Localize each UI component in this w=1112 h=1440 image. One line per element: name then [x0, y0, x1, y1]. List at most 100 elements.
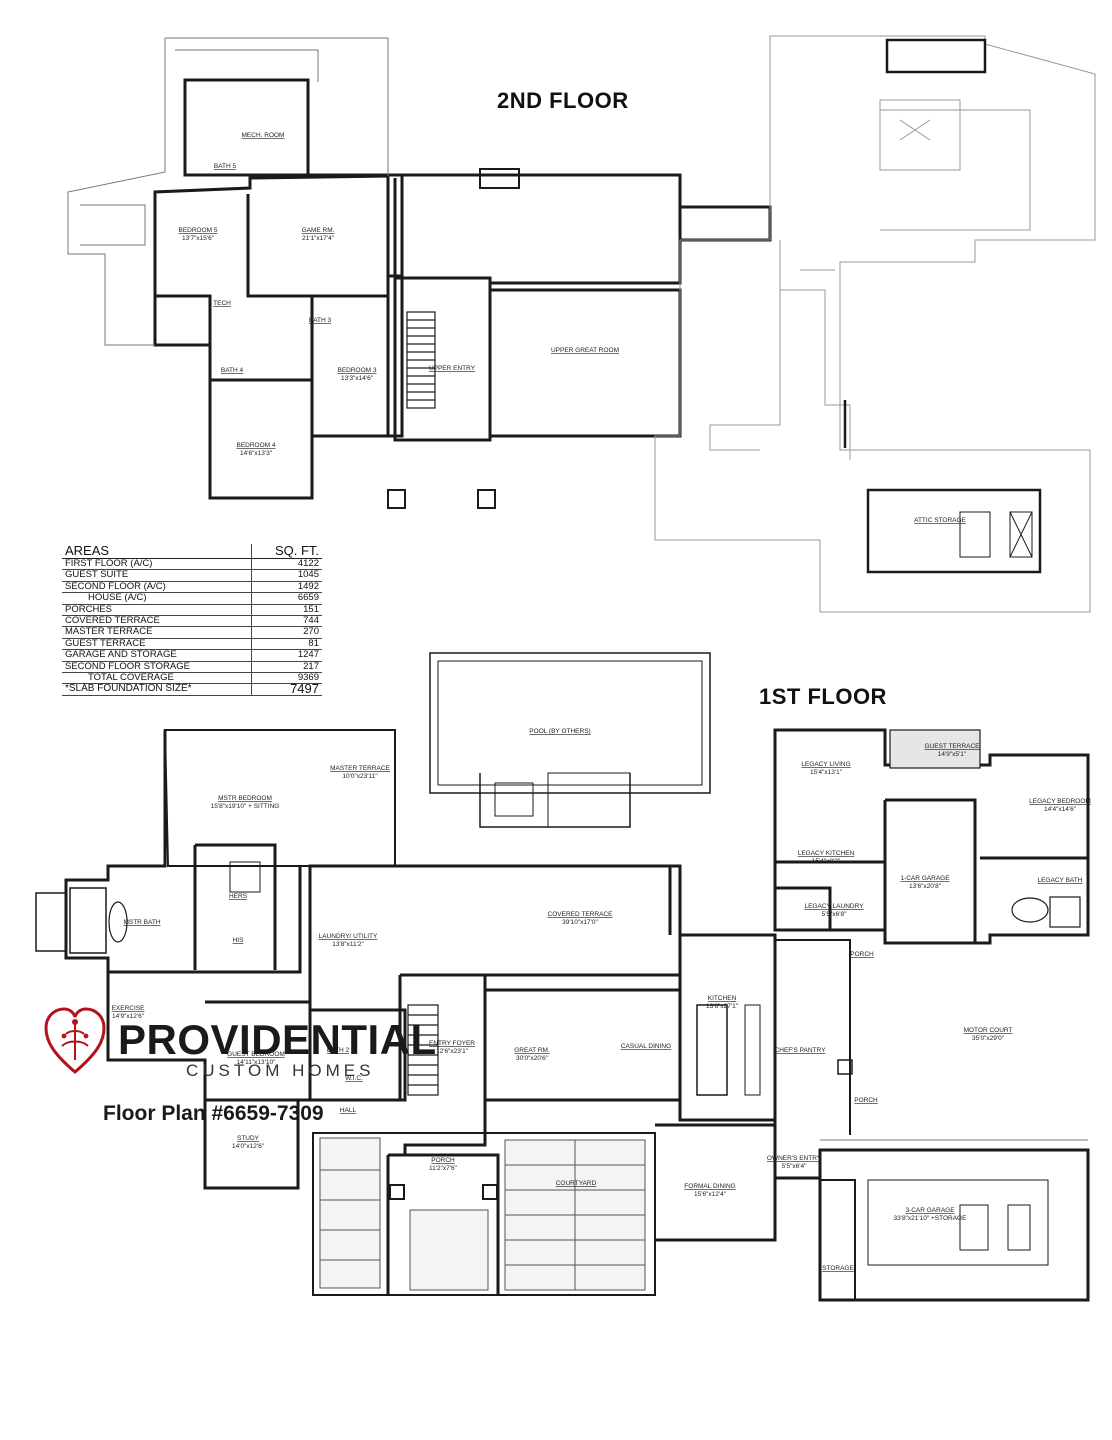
- room-label: HIS: [233, 937, 245, 944]
- room-dimensions: 5'5"x6'4": [782, 1163, 807, 1170]
- room-dimensions: 14'0"x12'6": [232, 1143, 265, 1150]
- second-floor-stair: [406, 311, 436, 409]
- room-dimensions: 39'10"x17'0": [562, 919, 598, 926]
- room-label: BATH 5: [214, 163, 237, 170]
- areas-row-value: 9369: [251, 672, 322, 685]
- room-label: LEGACY KITCHEN: [798, 850, 855, 857]
- areas-row-value: 6659: [251, 592, 322, 605]
- areas-row-value: 1045: [251, 570, 322, 582]
- room-dimensions: 15'4"x8'2": [812, 858, 841, 865]
- room-label: UPPER ENTRY: [429, 365, 476, 372]
- areas-row-label: HOUSE (A/C): [62, 592, 252, 605]
- room-label: UPPER GREAT ROOM: [551, 347, 619, 354]
- areas-row-label: FIRST FLOOR (A/C): [62, 558, 252, 571]
- room-dimensions: 13'7"x15'6": [182, 235, 215, 242]
- room-label: GUEST BEDROOM: [227, 1051, 285, 1058]
- room-dimensions: 11'2"x7'6": [429, 1165, 458, 1172]
- heart-logo-icon: [44, 1007, 106, 1074]
- room-dimensions: 35'0"x29'0": [972, 1035, 1005, 1042]
- room-label: BATH 2: [327, 1047, 350, 1054]
- room-label: LEGACY BEDROOM: [1029, 798, 1091, 805]
- second-floor-right-roof: [654, 35, 1096, 613]
- room-label: KITCHEN: [708, 995, 737, 1002]
- areas-row-label: GUEST TERRACE: [62, 638, 252, 651]
- room-label: GREAT RM.: [514, 1047, 550, 1054]
- room-dimensions: 14'9"x12'6": [112, 1013, 145, 1020]
- room-dimensions: 15'6"x12'4": [694, 1191, 727, 1198]
- room-label: BEDROOM 5: [178, 227, 217, 234]
- room-label: COVERED TERRACE: [548, 911, 614, 918]
- room-label: W.I.C.: [345, 1075, 363, 1082]
- first-floor-heading: 1ST FLOOR: [759, 684, 887, 709]
- room-dimensions: 13'8"x11'2": [332, 941, 364, 948]
- room-dimensions: 14'6"x13'3": [240, 450, 273, 457]
- room-dimensions: 12'6"x23'1": [436, 1048, 469, 1055]
- room-dimensions: 15'4"x13'1": [810, 769, 843, 776]
- areas-row-label: COVERED TERRACE: [62, 615, 252, 628]
- room-dimensions: 10'0"x23'11": [342, 773, 378, 780]
- areas-row-label: TOTAL COVERAGE: [62, 672, 252, 685]
- room-label: CASUAL DINING: [621, 1043, 671, 1050]
- areas-row: *SLAB FOUNDATION SIZE*7497: [62, 682, 322, 696]
- room-label: LEGACY BATH: [1038, 877, 1083, 884]
- room-label: LEGACY LAUNDRY: [804, 903, 864, 910]
- room-dimensions: 13'6"x27'1": [706, 1003, 739, 1010]
- room-label: BEDROOM 4: [236, 442, 275, 449]
- room-label: GUEST TERRACE: [924, 743, 980, 750]
- room-label: HERS: [229, 893, 248, 900]
- room-label: POOL (BY OTHERS): [529, 728, 590, 735]
- areas-row-value: 1492: [251, 581, 322, 594]
- pool: [429, 652, 711, 828]
- room-label: LEGACY LIVING: [801, 761, 850, 768]
- first-floor-walls: [35, 728, 1090, 1302]
- areas-header-value: SQ. FT.: [251, 544, 322, 559]
- first-floor-room-labels: POOL (BY OTHERS) MASTER TERRACE10'0"x23'1…: [112, 728, 1091, 1272]
- areas-row-label: SECOND FLOOR STORAGE: [62, 661, 252, 674]
- room-label: COURTYARD: [556, 1180, 597, 1187]
- room-label: BEDROOM 3: [337, 367, 376, 374]
- second-floor-heading: 2ND FLOOR: [497, 88, 629, 113]
- room-label: CHEF'S PANTRY: [775, 1047, 827, 1054]
- areas-row-label: PORCHES: [62, 604, 252, 617]
- areas-row-label: MASTER TERRACE: [62, 627, 252, 639]
- room-label: 1-CAR GARAGE: [900, 875, 950, 882]
- room-label: OWNER'S ENTRY: [767, 1155, 822, 1162]
- room-label: FORMAL DINING: [684, 1183, 735, 1190]
- room-label: STUDY: [237, 1135, 260, 1142]
- areas-row: SECOND FLOOR (A/C)1492: [62, 581, 322, 594]
- room-dimensions: 14'4"x14'6": [1044, 806, 1077, 813]
- room-label: BATH 4: [221, 367, 244, 374]
- room-dimensions: 14'11"x13'10": [237, 1059, 276, 1066]
- areas-row-value: 744: [251, 615, 322, 628]
- room-label: MSTR BEDROOM: [218, 795, 272, 802]
- attic-hatches: [959, 511, 1033, 558]
- brand-subtitle: CUSTOM HOMES: [186, 1061, 375, 1080]
- areas-row-value: 4122: [251, 558, 322, 571]
- room-label: MECH. ROOM: [242, 132, 285, 139]
- second-floor-roof-outline: [67, 37, 389, 346]
- room-dimensions: 33'8"x21'10" +STORAGE: [894, 1215, 968, 1222]
- room-label: PORCH: [850, 951, 874, 958]
- room-dimensions: 21'1"x17'4": [302, 235, 335, 242]
- room-label: EXERCISE: [112, 1005, 146, 1012]
- areas-row-label: *SLAB FOUNDATION SIZE*: [62, 684, 252, 696]
- areas-header-label: AREAS: [62, 544, 252, 559]
- room-dimensions: 5'5"x6'8": [822, 911, 847, 918]
- brand-name: PROVIDENTIAL: [118, 1016, 437, 1063]
- room-dimensions: 13'6"x20'8": [909, 883, 942, 890]
- second-floor-right-walls: [843, 38, 1042, 574]
- room-dimensions: 13'3"x14'6": [341, 375, 374, 382]
- room-label: 3-CAR GARAGE: [905, 1207, 955, 1214]
- areas-row-value: 270: [251, 627, 322, 639]
- room-label: MASTER TERRACE: [330, 765, 390, 772]
